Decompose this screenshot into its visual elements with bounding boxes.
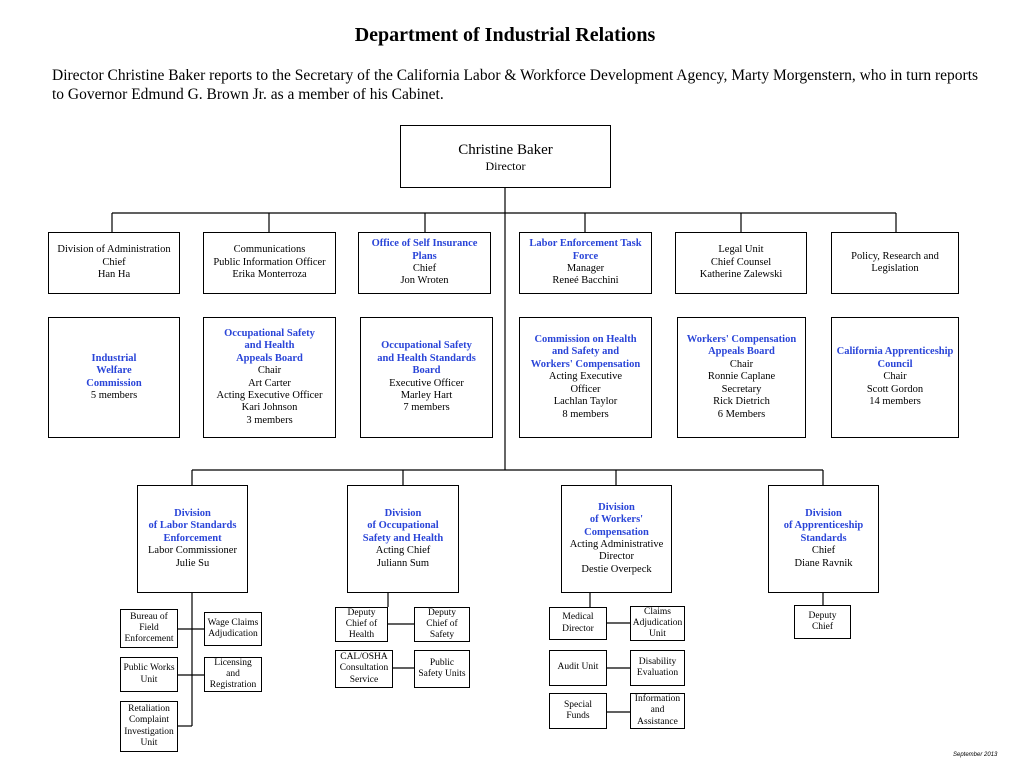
box-information-and-assistance: Information and Assistance [630, 693, 685, 729]
box-policy-research-legislation: Policy, Research and Legislation [831, 232, 959, 294]
box-das-deputy-chief: Deputy Chief [794, 605, 851, 639]
box-division-apprenticeship-standards: Division of Apprenticeship Standards Chi… [768, 485, 879, 593]
box-wage-claims-adjudication: Wage Claims Adjudication [204, 612, 262, 646]
box-deputy-chief-of-safety: Deputy Chief of Safety [414, 607, 470, 642]
box-office-of-self-insurance-plans: Office of Self Insurance Plans Chief Jon… [358, 232, 491, 294]
director-box: Christine Baker Director [400, 125, 611, 188]
box-california-apprenticeship-council: California Apprenticeship Council Chair … [831, 317, 959, 438]
footer-date: September 2013 [953, 752, 998, 758]
box-retaliation-complaint-investigation-unit: Retaliation Complaint Investigation Unit [120, 701, 178, 752]
box-legal-unit: Legal Unit Chief Counsel Katherine Zalew… [675, 232, 807, 294]
director-name: Christine Baker [458, 141, 553, 158]
box-audit-unit: Audit Unit [549, 650, 607, 686]
box-disability-evaluation: Disability Evaluation [630, 650, 685, 686]
box-claims-adjudication-unit: Claims Adjudication Unit [630, 606, 685, 641]
page-title: Department of Industrial Relations [354, 24, 656, 46]
box-public-safety-units: Public Safety Units [414, 650, 470, 688]
box-medical-director: Medical Director [549, 607, 607, 640]
intro-paragraph: Director Christine Baker reports to the … [52, 67, 979, 103]
box-division-of-administration: Division of Administration Chief Han Ha [48, 232, 180, 294]
box-labor-enforcement-task-force: Labor Enforcement Task Force Manager Ren… [519, 232, 652, 294]
box-osh-appeals-board: Occupational Safety and Health Appeals B… [203, 317, 336, 438]
box-wc-appeals-board: Workers' Compensation Appeals Board Chai… [677, 317, 806, 438]
box-special-funds: Special Funds [549, 693, 607, 729]
box-division-occupational-safety-health: Division of Occupational Safety and Heal… [347, 485, 459, 593]
director-title: Director [485, 158, 526, 173]
box-osh-standards-board: Occupational Safety and Health Standards… [360, 317, 493, 438]
box-cal-osha-consultation-service: CAL/OSHA Consultation Service [335, 650, 393, 688]
box-industrial-welfare-commission: Industrial Welfare Commission 5 members [48, 317, 180, 438]
box-chswc: Commission on Health and Safety and Work… [519, 317, 652, 438]
box-division-workers-compensation: Division of Workers' Compensation Acting… [561, 485, 672, 593]
box-division-labor-standards-enforcement: Division of Labor Standards Enforcement … [137, 485, 248, 593]
box-licensing-and-registration: Licensing and Registration [204, 657, 262, 692]
box-bureau-of-field-enforcement: Bureau of Field Enforcement [120, 609, 178, 648]
box-public-works-unit: Public Works Unit [120, 657, 178, 692]
box-communications: Communications Public Information Office… [203, 232, 336, 294]
box-deputy-chief-of-health: Deputy Chief of Health [335, 607, 388, 642]
